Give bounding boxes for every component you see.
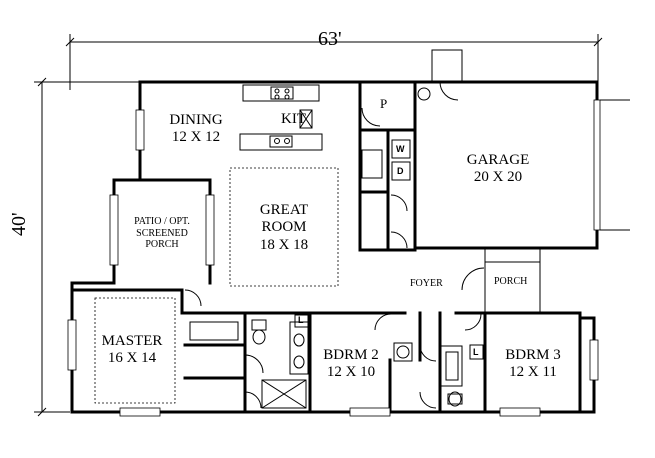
- patio-line3: PORCH: [145, 239, 179, 250]
- dryer-label: D: [397, 166, 404, 176]
- kitchen-island: [239, 133, 323, 151]
- patio-label: PATIO / OPT. SCREENED PORCH: [115, 216, 209, 251]
- linen-hall-label: L: [473, 347, 479, 357]
- fridge: [299, 109, 313, 129]
- garage-size: 20 X 20: [473, 169, 523, 186]
- dining-name: DINING: [169, 112, 223, 128]
- kitchen-label: KIT: [281, 111, 306, 127]
- garage-name: GARAGE: [466, 152, 530, 168]
- width-dimension-line: [65, 34, 603, 90]
- washer-label: W: [396, 144, 405, 154]
- linen-closet-hall: [469, 344, 484, 360]
- linen-closet-master: [294, 314, 309, 328]
- laundry-appliances: [361, 139, 411, 181]
- great-room-size: 18 X 18: [259, 236, 309, 253]
- bedroom2-size: 12 X 10: [326, 364, 376, 381]
- porch-outline: [484, 248, 541, 313]
- bedroom2-name: BDRM 2: [323, 347, 379, 363]
- interior-walls: [70, 106, 502, 414]
- master-label: MASTER 16 X 14: [92, 333, 172, 368]
- great-room-name-line2: ROOM: [261, 219, 307, 236]
- width-dimension-label: 63': [318, 28, 342, 50]
- garage-bump: [417, 49, 463, 101]
- great-room-label: GREAT ROOM 18 X 18: [243, 202, 325, 254]
- foyer-label: FOYER: [410, 278, 443, 289]
- dining-label: DINING 12 X 12: [158, 112, 234, 147]
- master-size: 16 X 14: [107, 350, 157, 367]
- dining-size: 12 X 12: [171, 129, 221, 146]
- patio-line1: PATIO / OPT.: [134, 216, 190, 227]
- depth-dimension-label: 40': [8, 212, 30, 236]
- great-room-ceiling-outline: [229, 167, 339, 287]
- linen-master-label: L: [298, 315, 304, 325]
- great-room-name-line1: GREAT: [259, 202, 309, 218]
- patio-line2: SCREENED: [136, 227, 188, 239]
- garage-label: GARAGE 20 X 20: [455, 152, 541, 187]
- windows: [67, 109, 599, 417]
- door-swings: [184, 81, 485, 409]
- master-name: MASTER: [101, 333, 163, 349]
- hall-bath-fixtures: [393, 342, 463, 407]
- bedroom3-label: BDRM 3 12 X 11: [498, 347, 568, 382]
- garage-door: [593, 99, 630, 231]
- bedroom3-size: 12 X 11: [509, 364, 557, 381]
- master-bath-fixtures: [189, 319, 309, 409]
- pantry-label: P: [380, 96, 388, 111]
- bedroom2-label: BDRM 2 12 X 10: [316, 347, 386, 382]
- porch-label: PORCH: [494, 276, 528, 287]
- kitchen-counter-top: [242, 84, 320, 102]
- master-ceiling-outline: [94, 297, 176, 404]
- bedroom3-name: BDRM 3: [505, 347, 561, 363]
- depth-dimension-line: [34, 77, 140, 417]
